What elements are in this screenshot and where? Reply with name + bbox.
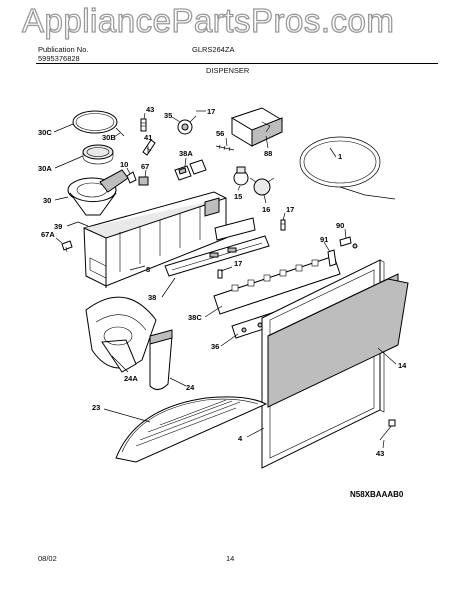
label-38c: 38C (188, 313, 202, 322)
label-41: 41 (144, 133, 152, 142)
part-24-door-flap (149, 329, 173, 390)
part-8-housing (83, 191, 256, 288)
part-30b (115, 127, 125, 137)
label-38: 38 (148, 293, 156, 302)
label-38a: 38A (179, 149, 193, 158)
part-17-screw (280, 219, 286, 231)
part-30-funnel (67, 169, 129, 216)
part-56-screw (215, 144, 235, 152)
part-43-screw-lower (379, 419, 396, 441)
leader-lines (53, 110, 397, 449)
part-39-clip (77, 221, 89, 227)
publication-number: 5995376828 (38, 54, 80, 63)
label-30b: 30B (102, 133, 116, 142)
label-14: 14 (398, 361, 407, 370)
label-17-lower: 17 (234, 259, 242, 268)
label-91: 91 (320, 235, 328, 244)
part-14-overlay (267, 273, 409, 408)
label-10: 10 (120, 160, 128, 169)
part-24a-chute (85, 296, 157, 373)
part-16-socket (249, 177, 275, 196)
publication-label: Publication No. (38, 45, 89, 54)
part-38a-brackets (174, 159, 207, 181)
label-43: 43 (146, 105, 154, 114)
label-88: 88 (264, 149, 272, 158)
label-30c: 30C (38, 128, 52, 137)
part-17-screw-lower (217, 269, 223, 279)
label-90: 90 (336, 221, 344, 230)
part-38c-switch-board (213, 255, 341, 315)
label-15: 15 (234, 192, 242, 201)
watermark: AppliancePartsPros.com (21, 1, 395, 39)
part-88-motor (230, 107, 284, 147)
part-90 (339, 236, 358, 249)
label-17-mid: 17 (286, 205, 294, 214)
part-43-screw (140, 118, 147, 132)
label-24a: 24A (124, 374, 138, 383)
part-38-circuit-board (164, 235, 270, 277)
label-67a: 67A (41, 230, 55, 239)
label-35: 35 (164, 111, 172, 120)
header-rule (36, 63, 438, 64)
part-30a-ring (82, 144, 114, 165)
label-43-lower: 43 (376, 449, 384, 458)
page-number: 14 (226, 554, 235, 563)
label-16: 16 (262, 205, 270, 214)
part-41-bracket (142, 139, 156, 156)
section-title: DISPENSER (206, 66, 250, 75)
part-1-tube (299, 136, 396, 200)
label-17: 17 (207, 107, 215, 116)
part-35-switch (177, 115, 197, 135)
part-15-bulb (233, 166, 249, 186)
label-8: 8 (146, 265, 150, 274)
label-30: 30 (43, 196, 51, 205)
label-30a: 30A (38, 164, 52, 173)
label-23: 23 (92, 403, 100, 412)
label-39: 39 (54, 222, 62, 231)
label-67: 67 (141, 162, 149, 171)
part-91 (327, 249, 337, 267)
label-4: 4 (238, 434, 243, 443)
footer-date: 08/02 (38, 554, 57, 563)
label-56: 56 (216, 129, 224, 138)
diagram-code: N58XBAAAB0 (350, 490, 404, 499)
model-number: GLRS264ZA (192, 45, 235, 54)
part-10 (126, 171, 137, 184)
label-1: 1 (338, 152, 342, 161)
part-30c-ring (72, 110, 118, 134)
part-67a-clip (61, 240, 73, 253)
part-67 (138, 176, 149, 186)
part-23-drip-tray (115, 396, 268, 463)
label-24: 24 (186, 383, 195, 392)
label-36: 36 (211, 342, 219, 351)
